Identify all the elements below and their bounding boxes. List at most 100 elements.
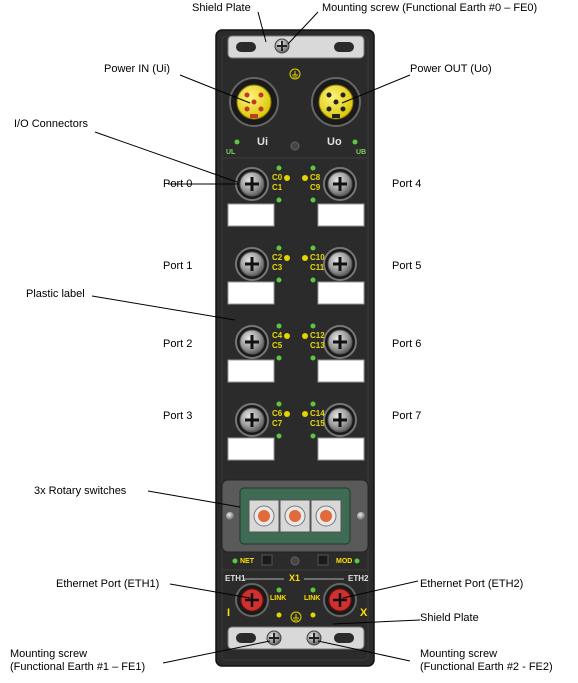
ground-symbol-icon — [289, 68, 301, 80]
ub-label: UB — [356, 149, 367, 156]
channel-label: C7 — [272, 419, 283, 428]
eth2-device-label: ETH2 — [348, 574, 369, 583]
channel-led — [302, 175, 308, 181]
power-out-connector — [311, 77, 361, 127]
port-0-label: Port 0 — [163, 178, 193, 190]
plastic-label-left-3 — [227, 437, 275, 461]
status-led — [310, 197, 316, 203]
plastic-label-label: Plastic label — [26, 288, 85, 300]
uo-label: Uo — [327, 136, 342, 148]
plastic-label-right-0 — [317, 203, 365, 227]
plastic-label-left-2 — [227, 359, 275, 383]
mod-label: MOD — [336, 558, 353, 565]
status-led — [276, 277, 282, 283]
port-2-label: Port 2 — [163, 338, 193, 350]
eth2-port-graphic — [323, 583, 357, 617]
channel-label: C15 — [310, 419, 325, 428]
power-in-label: Power IN (Ui) — [104, 63, 171, 75]
net-label: NET — [240, 558, 254, 565]
channel-label: C5 — [272, 341, 283, 350]
port-5-label: Port 5 — [392, 260, 422, 272]
plastic-label-right-1 — [317, 281, 365, 305]
channel-label: C6 — [272, 409, 283, 418]
port-1-label: Port 1 — [163, 260, 193, 272]
status-led — [310, 323, 316, 329]
link-left-label: LINK — [270, 595, 287, 602]
mounting-screw-fe0 — [274, 38, 290, 54]
channel-led — [284, 255, 290, 261]
channel-led — [302, 333, 308, 339]
port-7-label: Port 7 — [392, 410, 422, 422]
status-led — [276, 245, 282, 251]
eth1-port-graphic — [235, 583, 269, 617]
status-led — [310, 401, 316, 407]
roman-one-mark: I — [227, 607, 231, 619]
channel-led — [284, 333, 290, 339]
channel-label: C10 — [310, 253, 325, 262]
leader-lines — [91, 11, 421, 664]
channel-label: C9 — [310, 183, 321, 192]
status-led — [310, 355, 316, 361]
rotary-switch-1 — [248, 499, 280, 533]
mounting-screw-fe2 — [306, 630, 322, 646]
channel-led — [284, 175, 290, 181]
status-led — [310, 433, 316, 439]
port-3-label: Port 3 — [163, 410, 193, 422]
channel-label: C0 — [272, 173, 283, 182]
status-led — [276, 165, 282, 171]
shield-plate-bottom-label: Shield Plate — [420, 612, 479, 624]
io-connector-port-1 — [235, 247, 269, 281]
mounting-screw-fe1 — [266, 630, 282, 646]
power-in-connector — [229, 77, 279, 127]
io-connector-port-4 — [323, 167, 357, 201]
io-connector-port-5 — [323, 247, 357, 281]
port-4-label: Port 4 — [392, 178, 422, 190]
eth1-device-label: ETH1 — [225, 574, 246, 583]
plastic-label-right-3 — [317, 437, 365, 461]
eth1-port-label: Ethernet Port (ETH1) — [56, 578, 160, 590]
channel-label: C13 — [310, 341, 325, 350]
channel-label: C12 — [310, 331, 325, 340]
channel-label: C2 — [272, 253, 283, 262]
status-led — [276, 355, 282, 361]
channel-led — [284, 411, 290, 417]
status-led — [276, 197, 282, 203]
power-out-label: Power OUT (Uo) — [410, 63, 492, 75]
plastic-label-left-0 — [227, 203, 275, 227]
x1-label: X1 — [289, 573, 301, 583]
plastic-label-right-2 — [317, 359, 365, 383]
x-mark: X — [360, 607, 368, 619]
port-6-label: Port 6 — [392, 338, 422, 350]
io-connectors-label: I/O Connectors — [14, 118, 88, 130]
ul-label: UL — [226, 149, 236, 156]
status-led — [310, 245, 316, 251]
channel-label: C4 — [272, 331, 283, 340]
ui-label: Ui — [257, 136, 268, 148]
io-connector-port-3 — [235, 403, 269, 437]
io-connector-port-0 — [235, 167, 269, 201]
io-ports-group — [227, 165, 365, 461]
channel-label: C3 — [272, 263, 283, 272]
top-shield-plate — [227, 35, 365, 59]
channel-led — [302, 411, 308, 417]
channel-label: C1 — [272, 183, 283, 192]
mounting-screw-fe0-label: Mounting screw (Functional Earth #0 – FE… — [322, 2, 538, 14]
link-right-label: LINK — [304, 595, 321, 602]
channel-label: C14 — [310, 409, 325, 418]
rotary-switch-2 — [279, 499, 311, 533]
rotary-switch-panel — [221, 479, 369, 553]
status-led — [276, 401, 282, 407]
io-connector-port-6 — [323, 325, 357, 359]
channel-label: C8 — [310, 173, 321, 182]
status-led — [276, 323, 282, 329]
shield-plate-top-label: Shield Plate — [192, 2, 251, 14]
eth2-port-label: Ethernet Port (ETH2) — [420, 578, 524, 590]
status-led — [310, 165, 316, 171]
rotary-switch-3 — [310, 499, 342, 533]
plastic-label-left-1 — [227, 281, 275, 305]
io-connector-port-2 — [235, 325, 269, 359]
io-connector-port-7 — [323, 403, 357, 437]
status-led — [276, 433, 282, 439]
rotary-switches-label: 3x Rotary switches — [34, 485, 127, 497]
